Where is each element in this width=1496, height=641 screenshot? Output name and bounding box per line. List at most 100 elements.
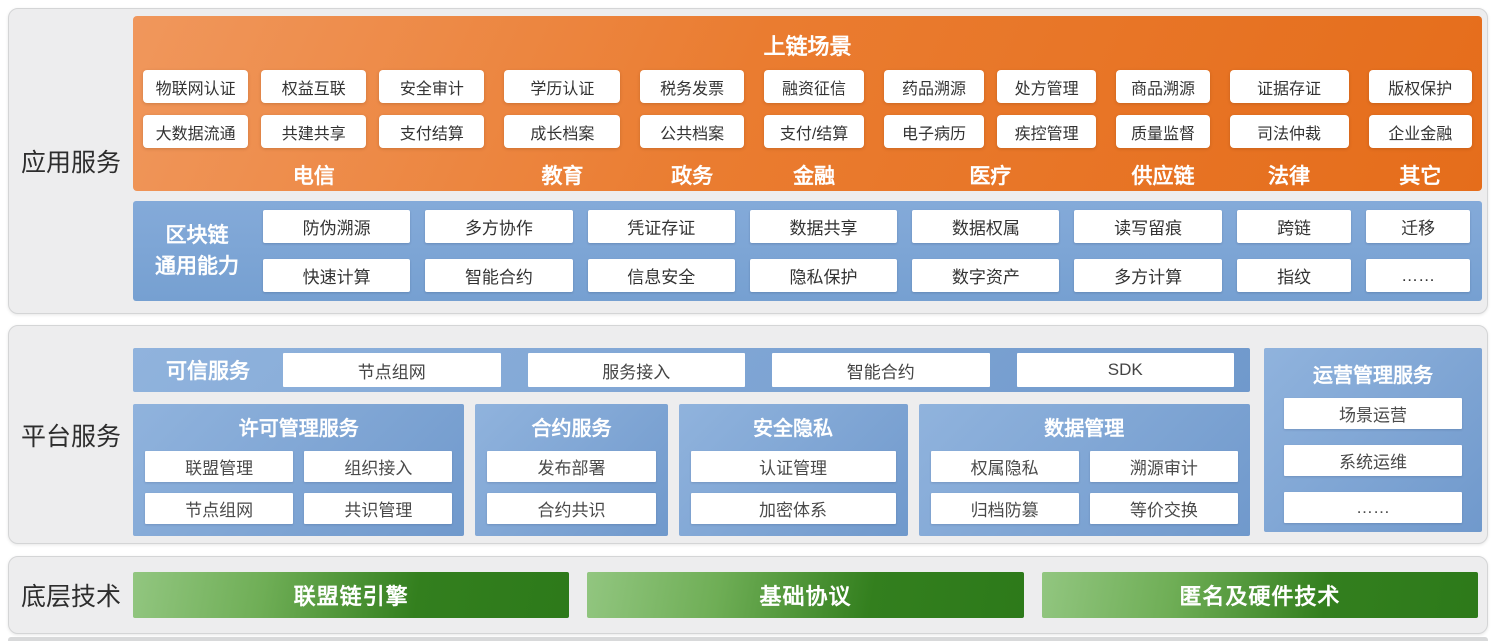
scenario-group-education: 学历认证 成长档案 教育 [504,70,621,196]
operation-management-box: 运营管理服务 场景运营系统运维 …… [1264,348,1482,532]
scenario-category-label: 其它 [1399,165,1442,188]
scenario-category-label: 医疗 [969,165,1012,188]
scenario-item: 药品溯源 [884,70,984,103]
platform-service-groups-row: 许可管理服务 联盟管理组织接入节点组网共识管理 合约服务 发布部署合约共识 安全… [133,404,1250,536]
platform-service-item: 加密体系 [690,493,896,524]
data-management-title: 数据管理 [1044,418,1125,440]
scenario-category-label: 政务 [671,165,714,188]
capabilities-rows: 防伪溯源多方协作凭证存证数据共享数据权属读写留痕跨链迁移 快速计算智能合约信息安… [263,210,1470,292]
scenario-item: 融资征信 [763,70,865,103]
scenario-item: 公共档案 [640,115,744,148]
capability-item: 跨链 [1236,210,1352,243]
capability-item: 指纹 [1236,259,1352,292]
trusted-services-title: 可信服务 [166,360,250,383]
operation-management-item: 场景运营 [1284,398,1462,429]
capability-item: 快速计算 [263,259,411,292]
layer-label-application-services: 应用服务 [20,149,121,177]
platform-service-item: 溯源审计 [1089,451,1238,482]
application-services-panel: 应用服务 上链场景 物联网认证权益互联安全审计 大数据流通共建共享支付结算 电信… [8,8,1488,314]
scenario-item: 疾控管理 [996,115,1097,148]
security-privacy-title: 安全隐私 [753,418,834,440]
scenario-group-medical: 药品溯源处方管理 电子病历疾控管理 医疗 [884,70,1097,196]
scenario-item: 大数据流通 [143,115,249,148]
platform-service-item: 发布部署 [487,451,656,482]
trusted-service-item: 智能合约 [772,353,990,387]
contract-services-title: 合约服务 [531,418,612,440]
permission-management-title: 许可管理服务 [238,418,359,440]
security-privacy-box: 安全隐私 认证管理加密体系 [678,404,908,536]
scenario-item: 商品溯源 [1116,70,1210,103]
scenario-item: 支付/结算 [763,115,865,148]
scenario-group-law: 证据存证 司法仲裁 法律 [1229,70,1349,196]
scenario-item: 成长档案 [504,115,621,148]
capability-item: 信息安全 [587,259,735,292]
platform-service-item: 共识管理 [304,493,453,524]
platform-service-item: 组织接入 [304,451,453,482]
application-services-content: 上链场景 物联网认证权益互联安全审计 大数据流通共建共享支付结算 电信 学历认证… [133,9,1487,313]
scenario-item: 企业金融 [1368,115,1473,148]
trusted-service-item: 服务接入 [527,353,745,387]
scenario-category-label: 电信 [292,165,335,188]
scenario-group-supply-chain: 商品溯源 质量监督 供应链 [1116,70,1210,196]
capability-item: 数字资产 [912,259,1060,292]
trusted-services-bar: 可信服务 节点组网服务接入智能合约 SDK [133,348,1250,392]
platform-service-item: 归档防篡 [930,493,1079,524]
operation-management-title: 运营管理服务 [1313,365,1433,387]
operation-management-item: …… [1284,492,1462,523]
platform-service-item: 节点组网 [145,493,294,524]
capability-item: 数据共享 [749,210,898,243]
capability-item: 隐私保护 [749,259,898,292]
platform-service-item: 合约共识 [487,493,656,524]
operation-management-item: 系统运维 [1284,445,1462,476]
capability-item: 迁移 [1366,210,1470,243]
scenario-category-label: 金融 [793,165,836,188]
bottom-edge-strip [8,637,1488,641]
capability-item: 数据权属 [912,210,1060,243]
scenario-item: 学历认证 [504,70,621,103]
onchain-scenarios-title: 上链场景 [763,34,852,59]
blockchain-capabilities-block: 区块链 通用能力 防伪溯源多方协作凭证存证数据共享数据权属读写留痕跨链迁移 快速… [133,201,1482,301]
layer-label-underlying-technology: 底层技术 [20,583,121,611]
capability-item: 智能合约 [425,259,573,292]
platform-service-item: 权属隐私 [930,451,1079,482]
capability-item: 凭证存证 [587,210,735,243]
scenario-item: 安全审计 [379,70,485,103]
technology-item: 匿名及硬件技术 [1041,572,1478,618]
scenario-groups-row: 物联网认证权益互联安全审计 大数据流通共建共享支付结算 电信 学历认证 成长档案… [143,70,1473,196]
scenario-group-finance: 融资征信 支付/结算 金融 [763,70,865,196]
capability-item: 读写留痕 [1074,210,1222,243]
scenario-item: 税务发票 [640,70,744,103]
capability-item: …… [1366,259,1470,292]
trusted-service-item: 节点组网 [283,353,501,387]
scenario-item: 质量监督 [1116,115,1210,148]
scenario-category-label: 教育 [541,165,584,188]
scenario-item: 处方管理 [996,70,1097,103]
scenario-category-label: 法律 [1268,165,1311,188]
technology-item: 基础协议 [587,572,1024,618]
underlying-technology-panel: 底层技术 联盟链引擎基础协议匿名及硬件技术 [8,556,1488,634]
permission-management-box: 许可管理服务 联盟管理组织接入节点组网共识管理 [133,404,465,536]
scenario-item: 共建共享 [261,115,367,148]
scenario-item: 支付结算 [379,115,485,148]
platform-service-item: 等价交换 [1089,493,1238,524]
technology-item: 联盟链引擎 [133,572,570,618]
onchain-scenarios-block: 上链场景 物联网认证权益互联安全审计 大数据流通共建共享支付结算 电信 学历认证… [133,16,1482,191]
capabilities-label-line2: 通用能力 [155,255,239,278]
scenario-item: 版权保护 [1368,70,1473,103]
capability-item: 防伪溯源 [263,210,411,243]
capability-item: 多方计算 [1074,259,1222,292]
scenario-group-telecom: 物联网认证权益互联安全审计 大数据流通共建共享支付结算 电信 [143,70,485,196]
scenario-item: 司法仲裁 [1229,115,1349,148]
scenario-item: 证据存证 [1229,70,1349,103]
scenario-group-government: 税务发票 公共档案 政务 [640,70,744,196]
platform-service-item: 联盟管理 [145,451,294,482]
scenario-item: 电子病历 [884,115,984,148]
trusted-service-item: SDK [1016,353,1234,387]
contract-services-box: 合约服务 发布部署合约共识 [475,404,668,536]
layer-label-platform-services: 平台服务 [20,422,121,451]
capabilities-label-line1: 区块链 [165,223,229,247]
capability-item: 多方协作 [425,210,573,243]
